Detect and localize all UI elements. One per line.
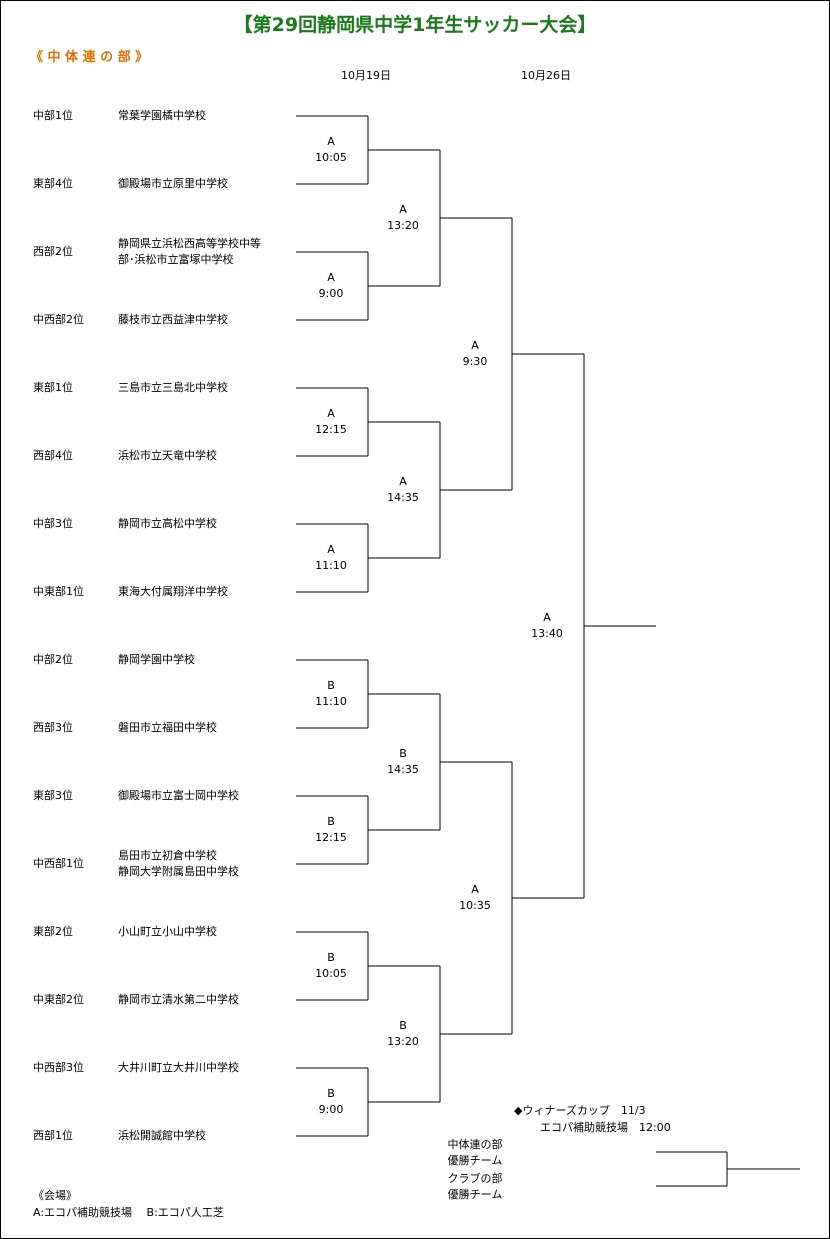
winners-cup-title: ◆ウィナーズカップ 11/3: [514, 1104, 646, 1117]
team-rank: 中部2位: [33, 653, 73, 666]
match-venue: A: [399, 203, 407, 216]
team-school: 御殿場市立富士岡中学校: [118, 789, 239, 802]
final-match: A 13:40: [517, 610, 577, 642]
match-time: 12:15: [315, 423, 347, 436]
team-rank: 西部3位: [33, 721, 73, 734]
match-venue: A: [327, 543, 335, 556]
team-school: 常葉学園橘中学校: [118, 109, 206, 122]
section-heading: 《 中 体 連 の 部 》: [30, 50, 149, 65]
match-time: 14:35: [387, 763, 419, 776]
match-venue: A: [471, 339, 479, 352]
venue-note: 《会場》 A:エコパ補助競技場 B:エコパ人工芝: [33, 1187, 224, 1221]
team-school: 静岡市立高松中学校: [118, 517, 217, 530]
team-school: 磐田市立福田中学校: [118, 721, 217, 734]
team-rank: 西部4位: [33, 449, 73, 462]
match-time: 9:30: [462, 355, 488, 368]
team-school: 静岡市立清水第二中学校: [118, 993, 239, 1006]
match-venue: A: [327, 407, 335, 420]
team-school: 静岡学園中学校: [118, 653, 195, 666]
match-venue: A: [543, 611, 551, 624]
round1-match: A 12:15: [301, 406, 361, 438]
winners-slot-label: クラブの部: [447, 1172, 503, 1185]
winners-slot-club: クラブの部 優勝チーム: [435, 1171, 515, 1203]
team-rank: 中部3位: [33, 517, 73, 530]
match-time: 10:05: [315, 967, 347, 980]
round1-match: B 11:10: [301, 678, 361, 710]
team-rank: 西部2位: [33, 245, 73, 258]
match-venue: A: [327, 271, 335, 284]
team-school: 大井川町立大井川中学校: [118, 1061, 239, 1074]
match-venue: B: [399, 747, 407, 760]
team-rank: 中西部2位: [33, 313, 84, 326]
match-time: 13:40: [531, 627, 563, 640]
match-time: 12:15: [315, 831, 347, 844]
match-venue: B: [327, 1087, 335, 1100]
team-school: 藤枝市立西益津中学校: [118, 313, 228, 326]
match-time: 9:00: [318, 1103, 344, 1116]
team-rank: 東部2位: [33, 925, 73, 938]
team-rank: 東部3位: [33, 789, 73, 802]
team-rank: 中東部2位: [33, 993, 84, 1006]
match-time: 10:35: [459, 899, 491, 912]
match-time: 13:20: [387, 219, 419, 232]
winners-slot-label: 中体連の部: [447, 1138, 503, 1151]
round2-match: B 13:20: [373, 1018, 433, 1050]
match-venue: B: [327, 951, 335, 964]
winners-slot-label: 優勝チーム: [447, 1188, 503, 1201]
match-venue: A: [399, 475, 407, 488]
team-school: 浜松市立天竜中学校: [118, 449, 217, 462]
winners-slot-label: 優勝チーム: [447, 1154, 503, 1167]
round2-match: A 13:20: [373, 202, 433, 234]
team-rank: 中西部3位: [33, 1061, 84, 1074]
round2-match: B 14:35: [373, 746, 433, 778]
round1-match: A 11:10: [301, 542, 361, 574]
team-rank: 西部1位: [33, 1129, 73, 1142]
match-time: 11:10: [315, 695, 347, 708]
winners-cup-venue: エコパ補助競技場 12:00: [540, 1121, 671, 1134]
team-school: 三島市立三島北中学校: [118, 381, 228, 394]
round1-match: B 10:05: [301, 950, 361, 982]
match-time: 9:00: [318, 287, 344, 300]
team-school: 部･浜松市立富塚中学校: [118, 253, 234, 266]
round3-date: 10月26日: [521, 69, 571, 82]
round2-match: A 14:35: [373, 474, 433, 506]
team-rank: 中東部1位: [33, 585, 84, 598]
round1-match: B 9:00: [301, 1086, 361, 1118]
winners-cup-info: ◆ウィナーズカップ 11/3 エコパ補助競技場 12:00: [514, 1102, 671, 1136]
team-school: 東海大付属翔洋中学校: [118, 585, 228, 598]
team-rank: 東部1位: [33, 381, 73, 394]
round1-match: A 10:05: [301, 134, 361, 166]
venue-note-heading: 《会場》: [33, 1189, 77, 1202]
team-school: 浜松開誠館中学校: [118, 1129, 206, 1142]
match-time: 11:10: [315, 559, 347, 572]
team-rank: 東部4位: [33, 177, 73, 190]
match-venue: A: [471, 883, 479, 896]
team-school: 静岡大学附属島田中学校: [118, 865, 239, 878]
round1-match: A 9:00: [301, 270, 361, 302]
page-title: 【第29回静岡県中学1年生サッカー大会】: [233, 14, 597, 36]
round3-match: A 9:30: [445, 338, 505, 370]
team-rank: 中西部1位: [33, 857, 84, 870]
venue-note-text: A:エコパ補助競技場 B:エコパ人工芝: [33, 1206, 224, 1219]
team-school: 静岡県立浜松西高等学校中等: [118, 237, 261, 250]
match-venue: A: [327, 135, 335, 148]
team-school: 御殿場市立原里中学校: [118, 177, 228, 190]
match-venue: B: [327, 815, 335, 828]
round3-match: A 10:35: [445, 882, 505, 914]
team-rank: 中部1位: [33, 109, 73, 122]
match-venue: B: [399, 1019, 407, 1032]
round1-match: B 12:15: [301, 814, 361, 846]
match-time: 13:20: [387, 1035, 419, 1048]
match-time: 10:05: [315, 151, 347, 164]
match-venue: B: [327, 679, 335, 692]
team-school: 小山町立小山中学校: [118, 925, 217, 938]
match-time: 14:35: [387, 491, 419, 504]
round1-date: 10月19日: [341, 69, 391, 82]
winners-slot-chutairen: 中体連の部 優勝チーム: [435, 1137, 515, 1169]
team-school: 島田市立初倉中学校: [118, 849, 217, 862]
